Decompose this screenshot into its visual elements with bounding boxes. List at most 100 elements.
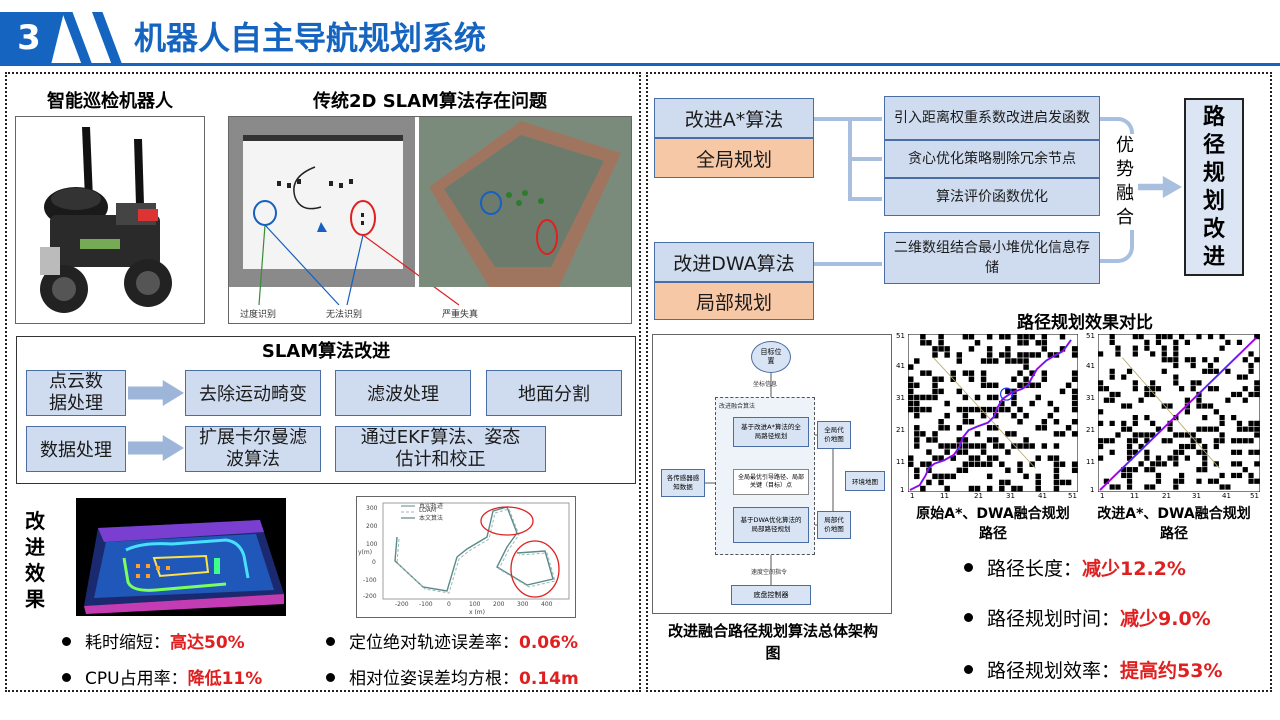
- bullet-dot: [964, 563, 973, 572]
- obstacle-cell: [1254, 461, 1260, 467]
- obstacle-cell: [956, 406, 963, 413]
- obstacle-cell: [938, 425, 944, 431]
- obstacle-cell: [1144, 432, 1150, 438]
- obstacle-cell: [1098, 438, 1104, 444]
- obstacle-cell: [1213, 461, 1219, 467]
- header-number-badge: [0, 12, 64, 64]
- obstacle-cell: [1161, 438, 1167, 444]
- obstacle-cell: [1041, 370, 1048, 376]
- obstacle-cell: [974, 406, 981, 413]
- obstacle-cell: [932, 431, 938, 437]
- obstacle-cell: [956, 388, 963, 395]
- obstacle-cell: [1173, 357, 1179, 363]
- obstacle-cell: [932, 346, 938, 352]
- architecture-diagram: 目标位置 坐标信息 改进融合算法 基于改进A*算法的全局路径规划 全局代价地图 …: [652, 334, 892, 614]
- obstacle-cell: [1219, 438, 1225, 444]
- flow-point-cloud: 点云数据处理: [26, 370, 126, 416]
- obstacle-cell: [1047, 400, 1054, 407]
- loop-marker: [999, 387, 1014, 401]
- obstacle-cell: [1109, 484, 1115, 490]
- obstacle-cell: [926, 437, 932, 443]
- obstacle-cell: [1023, 364, 1029, 370]
- traj-ytick-1: 200: [366, 523, 378, 530]
- obstacle-cell: [1071, 400, 1078, 407]
- bullet-cpu: CPU占用率：降低11%: [62, 664, 262, 689]
- path-planning-result-box: 路 径 规 划 改 进: [1184, 98, 1244, 276]
- obstacle-cell: [1005, 449, 1011, 455]
- obstacle-cell: [1150, 484, 1156, 490]
- obstacle-cell: [956, 352, 963, 358]
- obstacle-cell: [980, 449, 987, 455]
- point-cloud-image: [76, 498, 286, 616]
- obstacle-cell: [1207, 334, 1214, 340]
- obstacle-cell: [1236, 461, 1243, 467]
- obstacle-cell: [932, 473, 938, 480]
- obstacle-cell: [920, 461, 926, 467]
- obstacle-cell: [1150, 467, 1156, 473]
- obstacle-cell: [1236, 472, 1243, 479]
- result-length: 路径长度：减少12.2%: [964, 554, 1186, 581]
- obstacle-cell: [926, 467, 932, 474]
- obstacle-cell: [920, 340, 926, 346]
- obstacle-cell: [926, 449, 932, 455]
- flow-motion-distortion: 去除运动畸变: [185, 370, 321, 416]
- obstacle-cell: [1047, 352, 1054, 358]
- obstacle-cell: [932, 437, 938, 443]
- grid-r-ytick-0: 51: [1086, 332, 1095, 340]
- obstacle-cell: [938, 388, 944, 395]
- obstacle-cell: [1005, 467, 1011, 474]
- slam-label-miss: 无法识别: [325, 310, 362, 320]
- obstacle-cell: [1005, 406, 1011, 413]
- obstacle-cell: [1126, 368, 1133, 374]
- arch-local-map: 局部代价地图: [817, 511, 851, 539]
- traj-legend-0: 真实轨迹: [419, 503, 444, 510]
- obstacle-cell: [914, 467, 920, 474]
- obstacle-cell: [1059, 479, 1066, 486]
- obstacle-cell: [1035, 382, 1041, 389]
- bullet-dot: [964, 665, 973, 674]
- reference-line: [933, 357, 1036, 469]
- obstacle-cell: [1115, 432, 1121, 438]
- obstacle-cell: [1202, 426, 1208, 432]
- obstacle-cell: [1103, 478, 1109, 484]
- obstacle-cell: [1144, 455, 1150, 461]
- traj-ylabel: y(m): [358, 549, 373, 556]
- obstacle-cell: [1155, 478, 1162, 484]
- obstacle-cell: [1017, 334, 1023, 340]
- obstacle-cell: [1150, 461, 1156, 467]
- obstacle-cell: [1132, 449, 1138, 455]
- obstacle-cell: [1071, 370, 1078, 376]
- obstacle-cell: [962, 394, 969, 401]
- obstacle-cell: [1179, 449, 1185, 455]
- obstacle-cell: [1236, 420, 1243, 426]
- obstacle-cell: [1231, 461, 1237, 467]
- obstacle-cell: [908, 376, 914, 382]
- obstacle-cell: [926, 479, 932, 486]
- flow-ekf-pose: 通过EKF算法、姿态估计和校正: [335, 426, 546, 472]
- traj-xtick-5: 300: [517, 601, 529, 608]
- trajectory-chart: 真实轨迹 LOAM 本文算法 y(m) x (m) 300 200 100 0 …: [356, 496, 576, 618]
- obstacle-cell: [1173, 374, 1179, 380]
- arch-target-info: 坐标信息: [753, 381, 778, 388]
- obstacle-cell: [1144, 345, 1150, 351]
- obstacle-cell: [1242, 438, 1248, 444]
- obstacle-cell: [1236, 426, 1243, 432]
- grid-l-xtick-1: 11: [940, 492, 949, 500]
- obstacle-cell: [1242, 397, 1248, 403]
- obstacle-cell: [1213, 478, 1219, 484]
- astar-rule-3: 算法评价函数优化: [884, 178, 1100, 216]
- obstacle-cell: [1132, 438, 1138, 444]
- slam-problem-image: 过度识别 无法识别 严重失真: [228, 116, 632, 324]
- obstacle-cell: [1035, 455, 1041, 461]
- obstacle-cell: [1173, 484, 1179, 490]
- arch-target: 目标位置: [751, 341, 791, 373]
- obstacle-cell: [1023, 334, 1029, 340]
- obstacle-cell: [1231, 415, 1237, 421]
- traj-xtick-2: 0: [447, 601, 451, 608]
- obstacle-cell: [1254, 357, 1260, 363]
- obstacle-cell: [1190, 443, 1196, 450]
- obstacle-cell: [1109, 339, 1115, 345]
- obstacle-cell: [1109, 374, 1115, 380]
- obstacle-cell: [908, 388, 914, 395]
- grid-l-xtick-3: 31: [1006, 492, 1015, 500]
